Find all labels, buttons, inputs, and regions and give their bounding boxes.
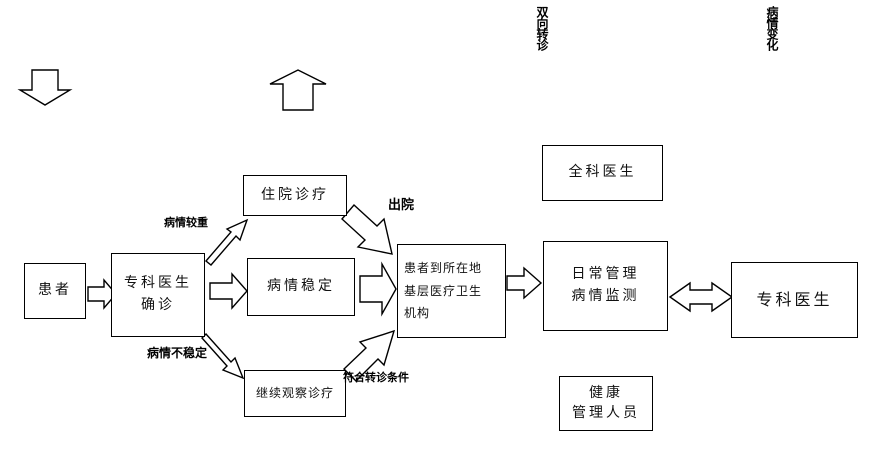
down-arrow-icon xyxy=(17,69,73,106)
condition-change-label: 病情变化 xyxy=(765,6,779,50)
discharge-label: 出院 xyxy=(388,198,415,213)
community-label-2: 基层医疗卫生 xyxy=(404,283,483,298)
continue-observe-label: 继续观察诊疗 xyxy=(255,386,334,401)
stable-label: 病情稳定 xyxy=(267,278,335,295)
unstable-label: 病情不稳定 xyxy=(147,346,208,360)
health-label: 健康 xyxy=(589,384,623,401)
community-label-3: 机构 xyxy=(404,306,431,321)
double-arrow-icon xyxy=(668,281,734,313)
patient-box: 患者 xyxy=(24,263,86,319)
patient-label: 患者 xyxy=(38,282,72,299)
community-label-1: 患者到所在地 xyxy=(404,260,483,275)
right-arrow-icon xyxy=(359,261,397,317)
hospitalized-box: 住院诊疗 xyxy=(243,175,347,216)
health-manager-box: 健康 管理人员 xyxy=(559,376,653,431)
meets-criteria-label: 符合转诊条件 xyxy=(343,371,409,384)
specialist-label: 专科医生 xyxy=(124,275,192,292)
severe-label: 病情较重 xyxy=(164,216,208,229)
manager-label: 管理人员 xyxy=(572,404,640,421)
general-practitioner-box: 全科医生 xyxy=(542,145,663,201)
condition-monitoring-label: 病情监测 xyxy=(571,288,640,304)
right-arrow-icon xyxy=(87,278,117,310)
general-practitioner-label: 全科医生 xyxy=(568,164,637,181)
diagonal-down-arrow-icon xyxy=(341,203,393,255)
specialist-right-box: 专科医生 xyxy=(731,262,858,338)
diagonal-down-arrow-icon xyxy=(201,332,245,380)
reverse-referral-label: 双向转诊 xyxy=(535,6,549,50)
right-arrow-icon xyxy=(506,266,543,300)
daily-management-label: 日常管理 xyxy=(571,266,640,283)
right-arrow-icon xyxy=(209,272,248,310)
community-institution-box: 患者到所在地 基层医疗卫生 机构 xyxy=(397,244,506,338)
continue-observe-box: 继续观察诊疗 xyxy=(244,370,346,417)
daily-management-box: 日常管理 病情监测 xyxy=(543,241,668,331)
diagonal-up-arrow-icon xyxy=(204,218,249,266)
specialist-diagnosis-box: 专科医生 确诊 xyxy=(111,253,205,337)
hospitalized-label: 住院诊疗 xyxy=(261,186,329,203)
diagnosis-label: 确诊 xyxy=(141,297,175,313)
up-arrow-icon xyxy=(269,69,327,111)
diagonal-up-arrow-icon xyxy=(342,329,396,382)
specialist-right-label: 专科医生 xyxy=(756,289,833,309)
stable-box: 病情稳定 xyxy=(247,258,355,316)
